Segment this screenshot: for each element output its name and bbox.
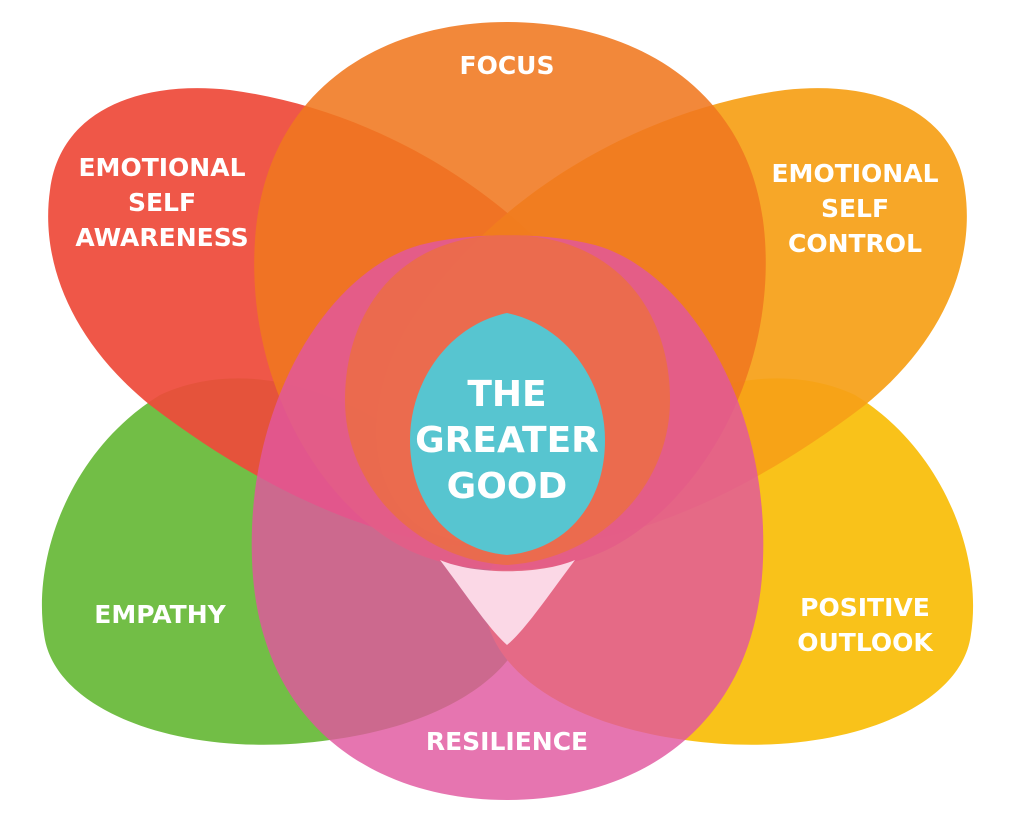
label-focus: FOCUS [459,51,555,80]
label-resilience: RESILIENCE [425,727,589,756]
center-shape [410,313,605,555]
label-emotional-self-awareness: EMOTIONAL SELF AWARENESS [75,153,249,252]
center-overlap [440,560,575,645]
label-positive-outlook: POSITIVE OUTLOOK [797,593,933,657]
label-empathy: EMPATHY [94,600,226,629]
center-label: THE GREATER GOOD [415,374,599,507]
label-emotional-self-control: EMOTIONAL SELF CONTROL [771,159,939,258]
